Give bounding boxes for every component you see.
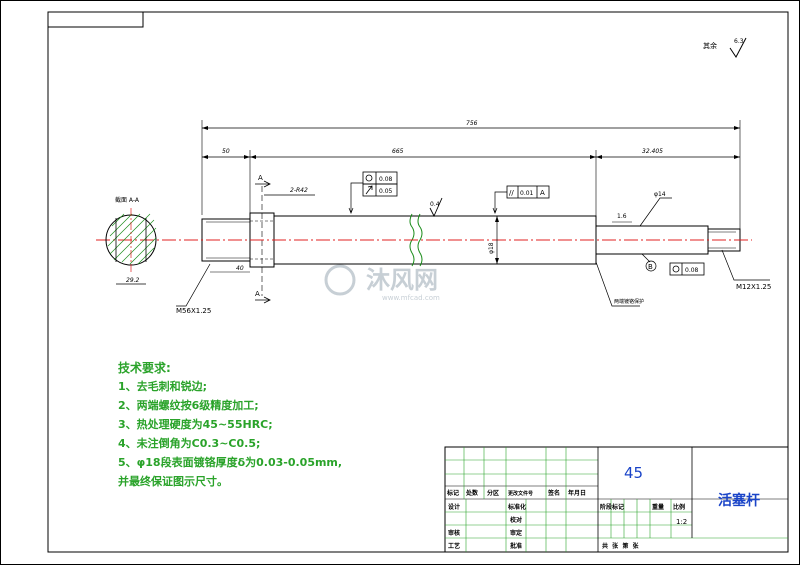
diameter-arrow-top-icon [495,216,499,222]
diameter-text: φ18 [488,242,495,254]
tolerance-parallel-value: 0.01 [520,190,534,197]
dim-flat-text: 2-R42 [290,187,308,194]
overall-dim-arrow-left-icon [202,126,208,130]
dim-left-small-text: 40 [236,265,244,272]
right-diameter-leader-icon [639,197,672,227]
dim-small-text: 1.6 [617,213,627,220]
leader-note-text: 两端镀铬保护 [614,298,644,305]
diameter-arrow-bottom-icon [495,258,499,264]
tb-craft: 工艺 [448,542,460,550]
material-text: 45 [624,464,643,482]
tech-title: 技术要求: [118,361,171,375]
right-diameter-text: φ14 [654,191,666,198]
tolerance-cyl-value: 0.08 [379,176,393,183]
tolerance-parallel-datum: A [540,189,545,197]
dim-left-arrow-a-icon [202,155,208,159]
tb-standardize: 标准化 [507,503,526,511]
thread-leader-left-icon [176,263,211,307]
datum-b-circle [645,260,657,272]
tb-designer: 设计 [448,503,460,511]
tb-approve: 批准 [510,542,522,550]
datum-b-label: B [648,263,653,271]
thread-right-label: M12X1.25 [736,283,771,291]
dim-left-arrow-b-icon [244,155,250,159]
note-leader-icon [595,261,640,307]
tb-scale-value: 1:2 [676,518,687,526]
tech-item: 1、去毛刺和锐边; [118,380,208,393]
dim-right-text: 32.405 [642,148,663,155]
roughness-main-icon [429,197,443,218]
dim-middle-arrow-b-icon [590,155,596,159]
tb-header-sign: 签名 [547,489,560,497]
tb-weight: 重量 [652,503,664,511]
dim-middle-text: 665 [392,148,404,155]
tb-header-zone: 分区 [487,489,499,497]
tb-proofread: 校对 [510,516,522,524]
roughness-prefix-label: 其余 [703,41,717,50]
tolerance-frame-roundness [669,262,705,276]
section-hatch-icon [107,213,157,265]
tb-header-change: 更改文件号 [508,490,533,497]
watermark-logo-icon [324,264,356,296]
tolerance-runout-value: 0.05 [379,188,393,195]
tech-item: 并最终保证图示尺寸。 [118,475,228,488]
dim-right-arrow-b-icon [734,155,740,159]
tolerance-frame-runout [362,183,398,197]
watermark-brand: 沐风网 [366,266,438,294]
roundness-icon [672,265,680,273]
thread-leader-right-icon [721,249,770,281]
dim-middle-arrow-a-icon [250,155,256,159]
watermark: 沐风网 www.mfcad.com [324,264,440,302]
watermark-url: www.mfcad.com [382,294,440,302]
datum-b-leader [641,253,651,263]
tb-scale: 比例 [673,503,685,511]
tolerance-parallel-symbol: // [509,189,514,197]
break-line-right-icon [417,213,423,267]
tech-item: 3、热处理硬度为45~55HRC; [118,418,273,431]
tb-header-date: 年月日 [568,489,586,497]
tech-list: 1、去毛刺和锐边; 2、两端螺纹按6级精度加工; 3、热处理硬度为45~55HR… [118,378,438,492]
thread-left-label: M56X1.25 [176,307,211,315]
technical-requirements: 技术要求: 1、去毛刺和锐边; 2、两端螺纹按6级精度加工; 3、热处理硬度为4… [118,360,438,492]
section-title: 截面 A-A [115,196,140,204]
tb-sheets: 共 张 第 张 [602,542,640,550]
title-block [444,446,789,553]
roughness-value-other: 6.3 [734,38,744,45]
section-width-dim-text: 29.2 [126,277,140,284]
part-name-text: 活塞杆 [718,492,760,509]
overall-dim-text: 756 [466,120,478,127]
dim-left-thread-text: 50 [222,148,230,155]
tolerance-leader-left-icon [348,182,363,214]
tech-item: 2、两端螺纹按6级精度加工; [118,399,259,412]
runout-icon [365,185,373,195]
drawing-inner-frame [47,11,789,553]
tech-item: 4、未注倒角为C0.3~C0.5; [118,437,261,450]
cutting-plane-arrow-bottom-icon [255,296,271,304]
overall-dim-arrow-right-icon [734,126,740,130]
tb-checker: 审核 [448,529,460,537]
tech-item: 5、φ18段表面镀铬厚度δ为0.03-0.05mm, [118,456,343,469]
roughness-main-value: 0.4 [430,201,440,208]
tb-stage: 阶段标记 [600,503,624,511]
tolerance-leader-right-icon [492,191,507,214]
dim-right-arrow-a-icon [596,155,602,159]
tb-header-count: 处数 [465,489,479,497]
roughness-symbol-icon [729,37,747,58]
tolerance-roundness-value: 0.08 [685,267,699,274]
drawing-number-box [47,11,144,28]
tb-review: 审定 [510,529,522,537]
section-mark-bottom: A [255,290,260,298]
section-mark-top: A [258,174,263,182]
cylindricity-icon [365,174,373,182]
tb-header-mark: 标记 [446,489,459,497]
cutting-plane-arrow-top-icon [255,180,271,188]
